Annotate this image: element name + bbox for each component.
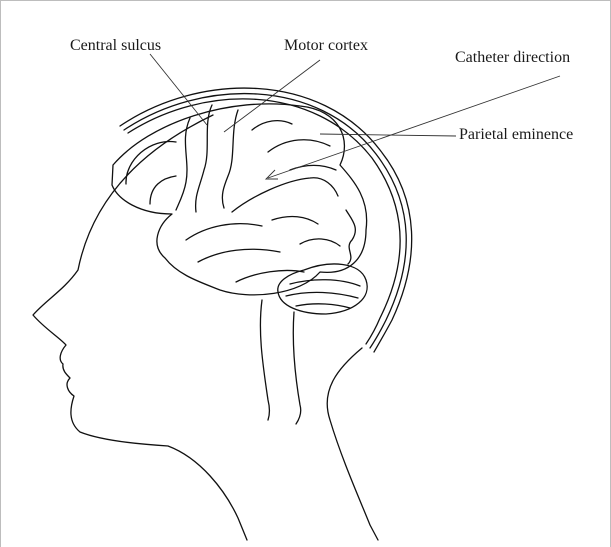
cerebellum-fold [290, 280, 360, 286]
temporal-gyrus [186, 224, 262, 240]
gyrus-line [150, 176, 176, 204]
temporal-gyrus [272, 217, 318, 224]
cerebellum-fold [296, 304, 350, 308]
temporal-gyrus [300, 239, 340, 246]
gyrus-line [232, 178, 338, 212]
brainstem-front [260, 300, 269, 420]
brainstem-back [293, 312, 301, 424]
face-profile [33, 115, 247, 540]
label-central-sulcus: Central sulcus [70, 38, 161, 54]
label-motor-cortex: Motor cortex [284, 38, 368, 54]
central-sulcus-leader [150, 54, 207, 125]
temporal-gyrus [198, 249, 280, 262]
label-parietal-eminence: Parietal eminence [459, 127, 573, 143]
temporal-gyrus [236, 270, 304, 282]
gyrus-line [268, 140, 330, 152]
gyrus-line [222, 110, 238, 208]
temporal-gyrus [346, 210, 355, 264]
label-catheter-direction: Catheter direction [455, 50, 570, 66]
gyrus-line [252, 121, 292, 130]
cerebellum-fold [286, 292, 358, 298]
neck-back [327, 348, 378, 540]
catheter-direction-arrowhead [266, 170, 278, 179]
